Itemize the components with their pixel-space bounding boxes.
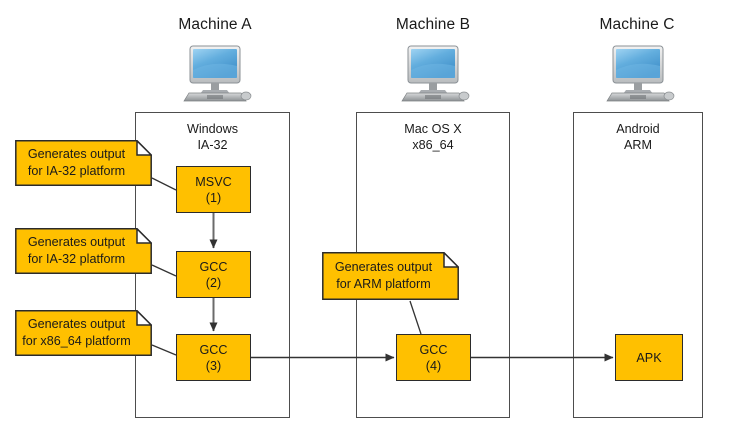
note-x8664-gcc3[interactable]: Generates output for x86_64 platform — [15, 310, 152, 356]
machine-c-os-line2: ARM — [624, 138, 652, 152]
machine-b-os-line1: Mac OS X — [404, 122, 462, 136]
process-box-gcc-2[interactable]: GCC (2) — [176, 251, 251, 298]
process-box-gcc-2-line1: GCC — [199, 259, 228, 274]
machine-a-computer-icon — [177, 44, 253, 102]
machine-b-computer-icon — [395, 44, 471, 102]
note-ia32-msvc[interactable]: Generates output for IA-32 platform — [15, 140, 152, 186]
process-box-gcc-3-line1: GCC — [199, 342, 228, 357]
process-box-gcc-2-line2: (2) — [205, 275, 222, 290]
machine-a-os-line1: Windows — [186, 122, 239, 136]
process-box-msvc-1[interactable]: MSVC (1) — [176, 166, 251, 213]
process-box-gcc-4[interactable]: GCC (4) — [396, 334, 471, 381]
note-arm-gcc4[interactable]: Generates output for ARM platform — [322, 252, 459, 300]
process-box-msvc-1-line2: (1) — [205, 190, 222, 205]
process-box-apk-line1: APK — [636, 350, 662, 365]
process-box-gcc-4-line1: GCC — [419, 342, 448, 357]
process-box-gcc-4-line2: (4) — [425, 358, 442, 373]
process-box-gcc-3-line2: (3) — [205, 358, 222, 373]
machine-b-os-label: Mac OS X x86_64 — [357, 121, 509, 153]
machine-a-os-line2: IA-32 — [197, 138, 228, 152]
process-box-msvc-1-line1: MSVC — [195, 174, 232, 189]
machine-a-title: Machine A — [178, 16, 252, 33]
process-box-gcc-3[interactable]: GCC (3) — [176, 334, 251, 381]
machine-c-computer-icon — [600, 44, 676, 102]
machine-b-os-line2: x86_64 — [412, 138, 454, 152]
machine-c-title: Machine C — [599, 16, 675, 33]
machine-a-os-label: Windows IA-32 — [136, 121, 289, 153]
process-box-apk[interactable]: APK — [615, 334, 683, 381]
machine-c-os-label: Android ARM — [574, 121, 702, 153]
machine-b-title: Machine B — [395, 16, 471, 33]
note-ia32-gcc2[interactable]: Generates output for IA-32 platform — [15, 228, 152, 274]
machine-c-container: Android ARM — [573, 112, 703, 418]
machine-c-os-line1: Android — [616, 122, 660, 136]
